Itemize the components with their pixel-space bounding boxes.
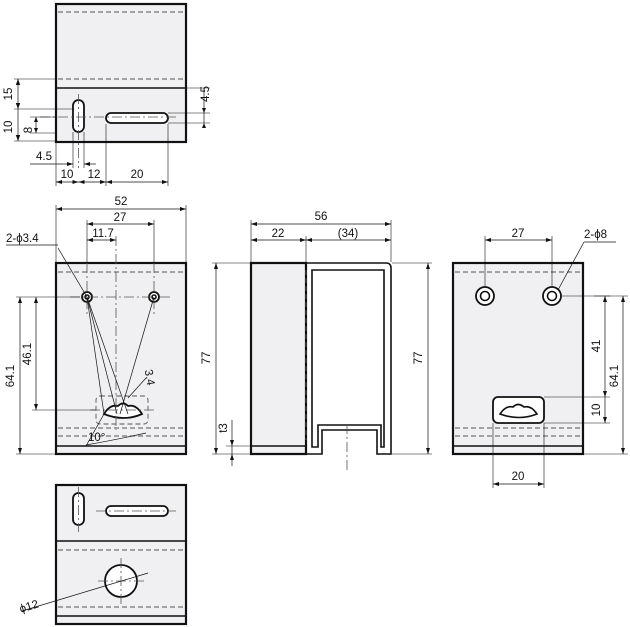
dim-20-rear: 20 [512, 471, 525, 483]
hole-callout-rear: 2-ϕ8 [584, 229, 607, 241]
dim-46-1: 46.1 [22, 343, 34, 365]
dim-77-right: 77 [413, 352, 425, 365]
dim-3-4: 3.4 [142, 369, 157, 387]
front-view: 52 27 11.7 2-ϕ3.4 64.1 46.1 3.4 [5, 196, 188, 456]
front-view-body [54, 261, 188, 456]
dim-15: 15 [3, 88, 15, 101]
dim-11-7: 11.7 [92, 228, 114, 240]
dim-angle: 10° [88, 432, 105, 444]
dim-34: (34) [338, 228, 359, 240]
dim-27-rear: 27 [512, 228, 525, 240]
side-view: 56 22 (34) 77 t3 77 [201, 211, 432, 472]
dim-t3: t3 [218, 423, 230, 433]
dim-22: 22 [272, 228, 285, 240]
dim-52: 52 [115, 196, 128, 208]
dim-64-1: 64.1 [5, 365, 17, 387]
hole-callout: 2-ϕ3.4 [6, 233, 39, 245]
dim-20: 20 [131, 169, 144, 181]
dim-4-5-right: 4.5 [200, 86, 212, 102]
channel-profile [305, 262, 392, 455]
horizontal-slot [105, 112, 169, 124]
rear-view: 27 2-ϕ8 41 10 64.1 20 [451, 228, 628, 488]
keyhole-window [492, 396, 545, 424]
dim-4-5-left: 4.5 [36, 151, 52, 163]
dim-27: 27 [114, 212, 127, 224]
bottom-view: ϕ12 [18, 483, 188, 626]
countersunk-hole-right [542, 286, 562, 306]
dim-64-1-rear: 64.1 [609, 365, 621, 387]
dim-8: 8 [23, 127, 35, 133]
dim-10: 10 [3, 121, 15, 134]
keyhole-slot [102, 402, 144, 419]
top-view: 15 10 8 4.5 4.5 [3, 2, 212, 186]
dim-10-bottom: 10 [61, 169, 74, 181]
dim-41: 41 [591, 340, 603, 353]
countersunk-hole-left [475, 286, 495, 306]
dim-56: 56 [315, 211, 328, 223]
dim-77-left: 77 [201, 352, 213, 365]
side-view-body [249, 261, 308, 456]
dim-phi-12: ϕ12 [18, 599, 40, 616]
dim-10-rear: 10 [591, 404, 603, 417]
rear-view-body [451, 261, 585, 456]
dim-12: 12 [88, 169, 101, 181]
